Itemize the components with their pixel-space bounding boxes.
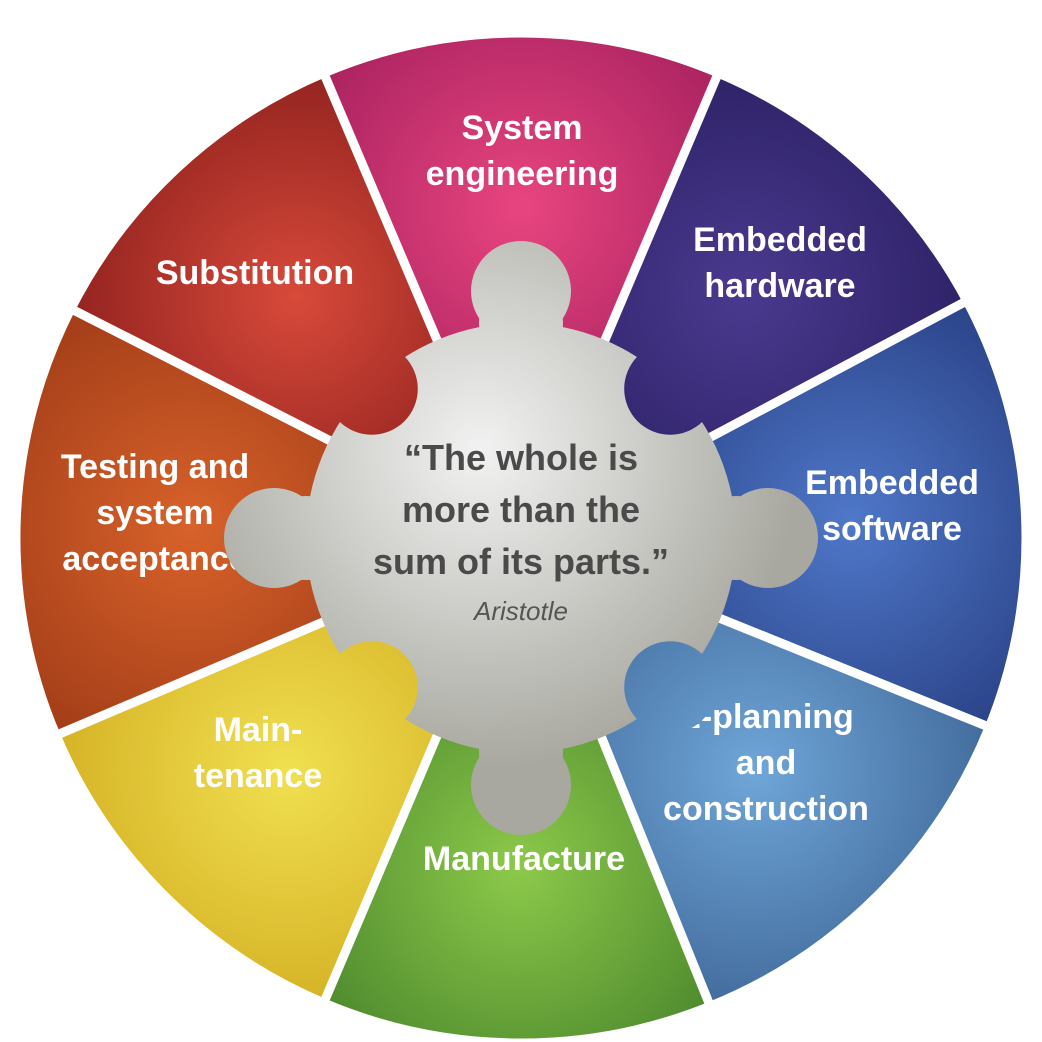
center-piece-tab xyxy=(471,241,571,365)
segment-label-embedded-software: Embedded software xyxy=(805,464,979,548)
segment-label-line: Testing and xyxy=(61,448,249,486)
center-piece-tab xyxy=(694,488,818,588)
segment-label-line: System xyxy=(462,109,583,147)
segment-label-line: Embedded xyxy=(805,464,979,502)
segment-label-line: Substitution xyxy=(156,254,354,292)
segment-label-line: engineering xyxy=(426,155,619,193)
center-piece-notch xyxy=(624,342,717,435)
quote-line: more than the xyxy=(402,489,640,530)
segment-label-embedded-hardware: Embedded hardware xyxy=(693,221,867,305)
segment-label-system-engineering: System engineering xyxy=(426,109,619,193)
segment-label-line: construction xyxy=(663,790,869,828)
segment-label-maintenance: Main-tenance xyxy=(194,711,323,795)
segment-label-testing: Testing and system acceptance xyxy=(61,448,249,578)
segment-label-line: and xyxy=(736,744,796,782)
segment-label-line: Embedded xyxy=(693,221,867,259)
quote-block: “The whole is more than the sum of its par… xyxy=(373,437,669,626)
center-piece-notch xyxy=(325,342,418,435)
segment-label-substitution: Substitution xyxy=(156,254,354,292)
quote-author: Aristotle xyxy=(472,596,568,626)
segment-label-line: acceptance xyxy=(62,540,247,578)
quote-line: sum of its parts.” xyxy=(373,541,669,582)
segment-label-manufacture: Manufacture xyxy=(423,840,625,878)
center-piece-tab xyxy=(471,711,571,835)
segment-label-line: tenance xyxy=(194,757,323,795)
segment-label-line: Main- xyxy=(214,711,303,749)
quote-line: “The whole is xyxy=(404,437,638,478)
segment-label-line: Manufacture xyxy=(423,840,625,878)
center-piece-notch xyxy=(624,641,717,734)
segment-label-line: software xyxy=(822,510,962,548)
center-puzzle-piece xyxy=(224,241,818,835)
center-piece-tab xyxy=(224,488,348,588)
center-piece-body xyxy=(306,323,736,753)
center-piece-notch xyxy=(325,641,418,734)
segment-label-line: system xyxy=(96,494,213,532)
segment-label-line: hardware xyxy=(704,267,855,305)
